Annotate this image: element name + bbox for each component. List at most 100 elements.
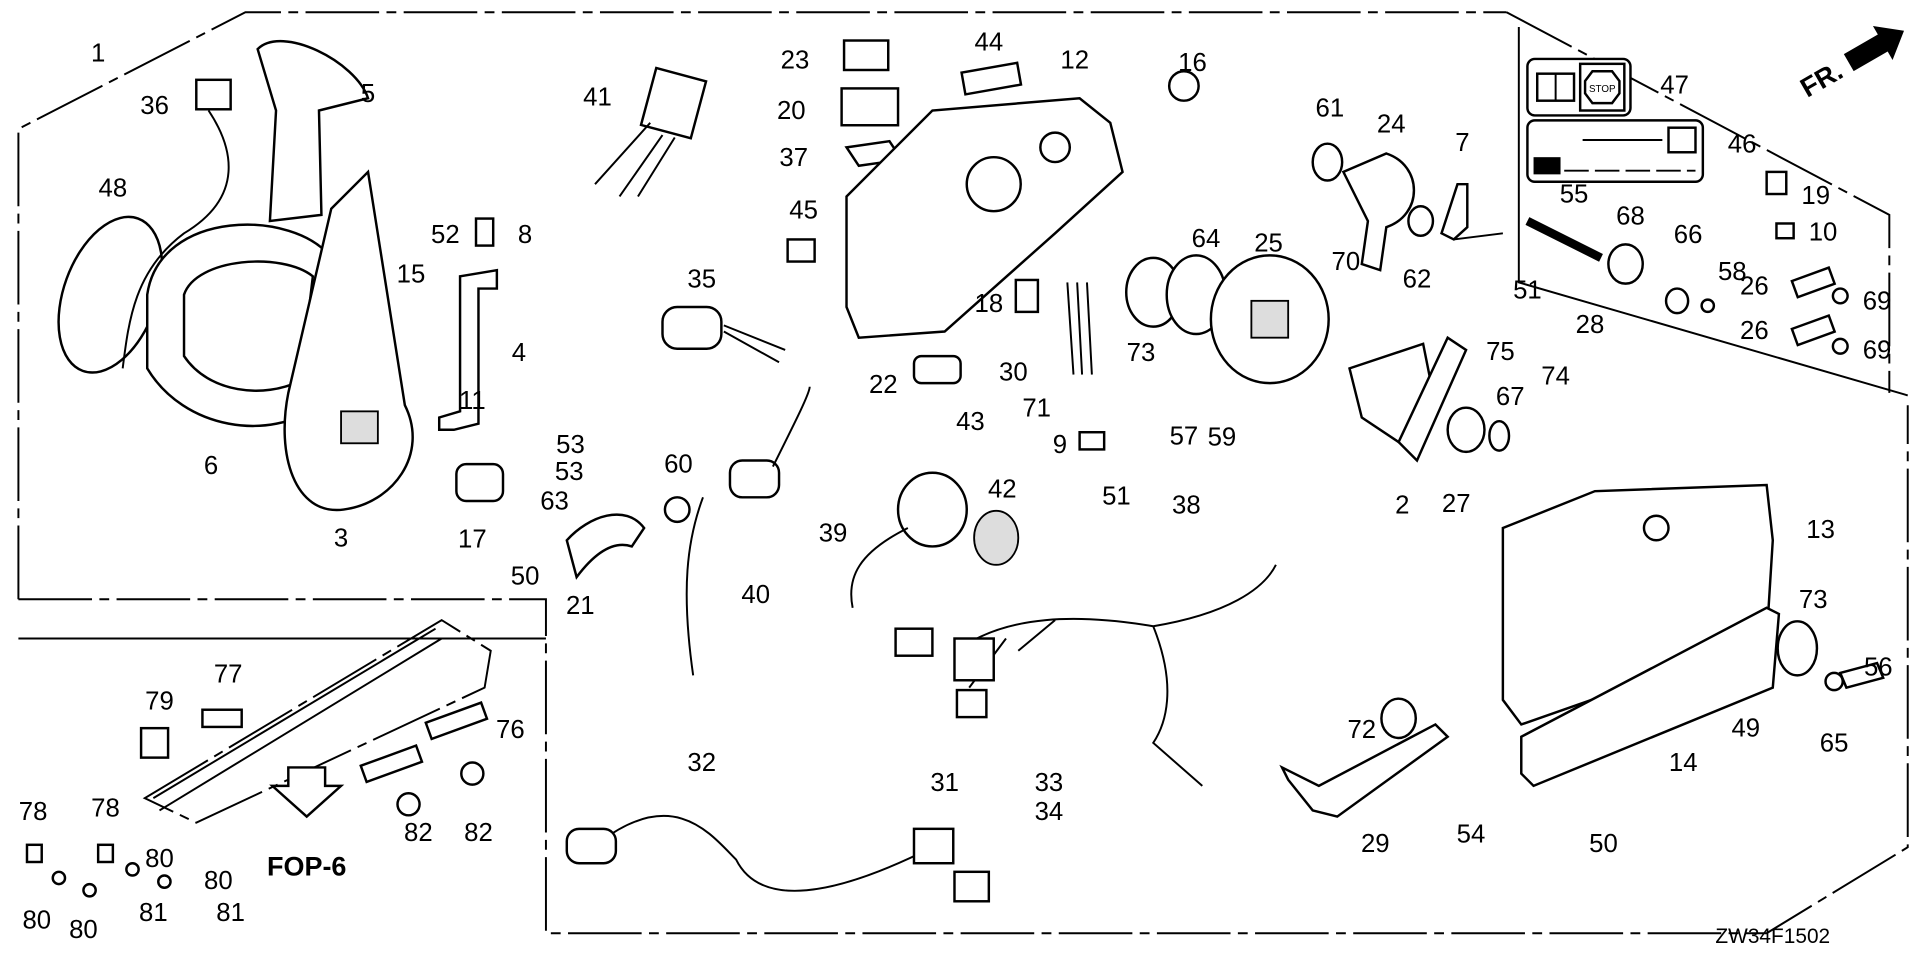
callout-24[interactable]: 24 — [1377, 111, 1406, 139]
callout-52[interactable]: 52 — [431, 221, 460, 249]
callout-35[interactable]: 35 — [687, 265, 716, 293]
callout-40[interactable]: 40 — [741, 581, 770, 609]
callout-61[interactable]: 61 — [1316, 95, 1345, 123]
callout-65[interactable]: 65 — [1820, 729, 1849, 757]
callout-10[interactable]: 10 — [1809, 219, 1838, 247]
callout-69[interactable]: 69 — [1863, 337, 1892, 365]
callout-36[interactable]: 36 — [140, 92, 169, 120]
callout-37[interactable]: 37 — [779, 144, 808, 172]
callout-18[interactable]: 18 — [975, 290, 1004, 318]
callout-8[interactable]: 8 — [518, 221, 532, 249]
callout-64[interactable]: 64 — [1192, 225, 1221, 253]
callout-25[interactable]: 25 — [1254, 230, 1283, 258]
callout-26[interactable]: 26 — [1740, 273, 1769, 301]
callout-53[interactable]: 53 — [555, 458, 584, 486]
callout-77[interactable]: 77 — [214, 661, 243, 689]
part-shapes — [25, 39, 1885, 903]
callout-80[interactable]: 80 — [145, 845, 174, 873]
callout-59[interactable]: 59 — [1208, 424, 1237, 452]
callout-6[interactable]: 6 — [204, 452, 218, 480]
callout-57[interactable]: 57 — [1170, 422, 1199, 450]
callout-46[interactable]: 46 — [1728, 130, 1757, 158]
callout-80[interactable]: 80 — [69, 916, 98, 944]
callout-73[interactable]: 73 — [1127, 339, 1156, 367]
callout-22[interactable]: 22 — [869, 371, 898, 399]
callout-31[interactable]: 31 — [930, 769, 959, 797]
stop-text: STOP — [1589, 84, 1616, 95]
callout-56[interactable]: 56 — [1864, 653, 1893, 681]
callout-73[interactable]: 73 — [1799, 586, 1828, 614]
callout-13[interactable]: 13 — [1806, 516, 1835, 544]
callout-45[interactable]: 45 — [789, 197, 818, 225]
callout-1[interactable]: 1 — [91, 39, 105, 67]
callout-79[interactable]: 79 — [145, 688, 174, 716]
callout-3[interactable]: 3 — [334, 524, 348, 552]
callout-29[interactable]: 29 — [1361, 830, 1390, 858]
callout-71[interactable]: 71 — [1022, 394, 1051, 422]
callout-15[interactable]: 15 — [397, 260, 426, 288]
callout-20[interactable]: 20 — [777, 97, 806, 125]
callout-74[interactable]: 74 — [1541, 362, 1570, 390]
callout-14[interactable]: 14 — [1669, 749, 1698, 777]
callout-82[interactable]: 82 — [404, 819, 433, 847]
callout-44[interactable]: 44 — [975, 28, 1004, 56]
callout-28[interactable]: 28 — [1576, 311, 1605, 339]
callout-32[interactable]: 32 — [687, 749, 716, 777]
callout-82[interactable]: 82 — [464, 819, 493, 847]
callout-54[interactable]: 54 — [1457, 820, 1486, 848]
callout-11[interactable]: 11 — [459, 387, 486, 415]
callout-48[interactable]: 48 — [99, 174, 128, 202]
callout-34[interactable]: 34 — [1035, 798, 1064, 826]
callout-80[interactable]: 80 — [22, 906, 51, 934]
callout-33[interactable]: 33 — [1035, 769, 1064, 797]
callout-7[interactable]: 7 — [1455, 129, 1469, 157]
callout-80[interactable]: 80 — [204, 867, 233, 895]
callout-62[interactable]: 62 — [1403, 265, 1432, 293]
front-label: FR. — [1795, 55, 1848, 103]
callout-43[interactable]: 43 — [956, 408, 985, 436]
callout-17[interactable]: 17 — [458, 526, 487, 554]
callout-68[interactable]: 68 — [1616, 203, 1645, 231]
callout-27[interactable]: 27 — [1442, 490, 1471, 518]
callout-72[interactable]: 72 — [1347, 716, 1376, 744]
callout-2[interactable]: 2 — [1395, 491, 1409, 519]
callout-50[interactable]: 50 — [511, 562, 540, 590]
callout-21[interactable]: 21 — [566, 592, 595, 620]
callout-5[interactable]: 5 — [361, 80, 375, 108]
callout-9[interactable]: 9 — [1053, 431, 1067, 459]
callout-30[interactable]: 30 — [999, 359, 1028, 387]
callout-67[interactable]: 67 — [1496, 383, 1525, 411]
callout-75[interactable]: 75 — [1486, 338, 1515, 366]
reference-fop-6[interactable]: FOP-6 — [267, 851, 346, 881]
callout-63[interactable]: 63 — [540, 488, 569, 516]
callout-55[interactable]: 55 — [1560, 181, 1589, 209]
callout-69[interactable]: 69 — [1863, 287, 1892, 315]
callout-76[interactable]: 76 — [496, 716, 525, 744]
callout-81[interactable]: 81 — [139, 899, 168, 927]
callout-49[interactable]: 49 — [1731, 715, 1760, 743]
callout-41[interactable]: 41 — [583, 84, 612, 112]
callout-53[interactable]: 53 — [556, 431, 585, 459]
callout-58[interactable]: 58 — [1718, 258, 1747, 286]
callout-50[interactable]: 50 — [1589, 830, 1618, 858]
callout-38[interactable]: 38 — [1172, 491, 1201, 519]
callout-26[interactable]: 26 — [1740, 317, 1769, 345]
callout-12[interactable]: 12 — [1060, 47, 1089, 75]
callout-78[interactable]: 78 — [19, 798, 48, 826]
callout-42[interactable]: 42 — [988, 475, 1017, 503]
callout-66[interactable]: 66 — [1674, 221, 1703, 249]
callout-81[interactable]: 81 — [216, 899, 245, 927]
callout-47[interactable]: 47 — [1660, 71, 1689, 99]
callout-60[interactable]: 60 — [664, 451, 693, 479]
callout-4[interactable]: 4 — [512, 339, 526, 367]
callout-70[interactable]: 70 — [1332, 248, 1361, 276]
callout-78[interactable]: 78 — [91, 795, 120, 823]
callout-16[interactable]: 16 — [1178, 49, 1207, 77]
callout-19[interactable]: 19 — [1801, 182, 1830, 210]
callout-51[interactable]: 51 — [1513, 276, 1542, 304]
callout-51[interactable]: 51 — [1102, 483, 1131, 511]
callout-23[interactable]: 23 — [781, 47, 810, 75]
callout-39[interactable]: 39 — [819, 519, 848, 547]
